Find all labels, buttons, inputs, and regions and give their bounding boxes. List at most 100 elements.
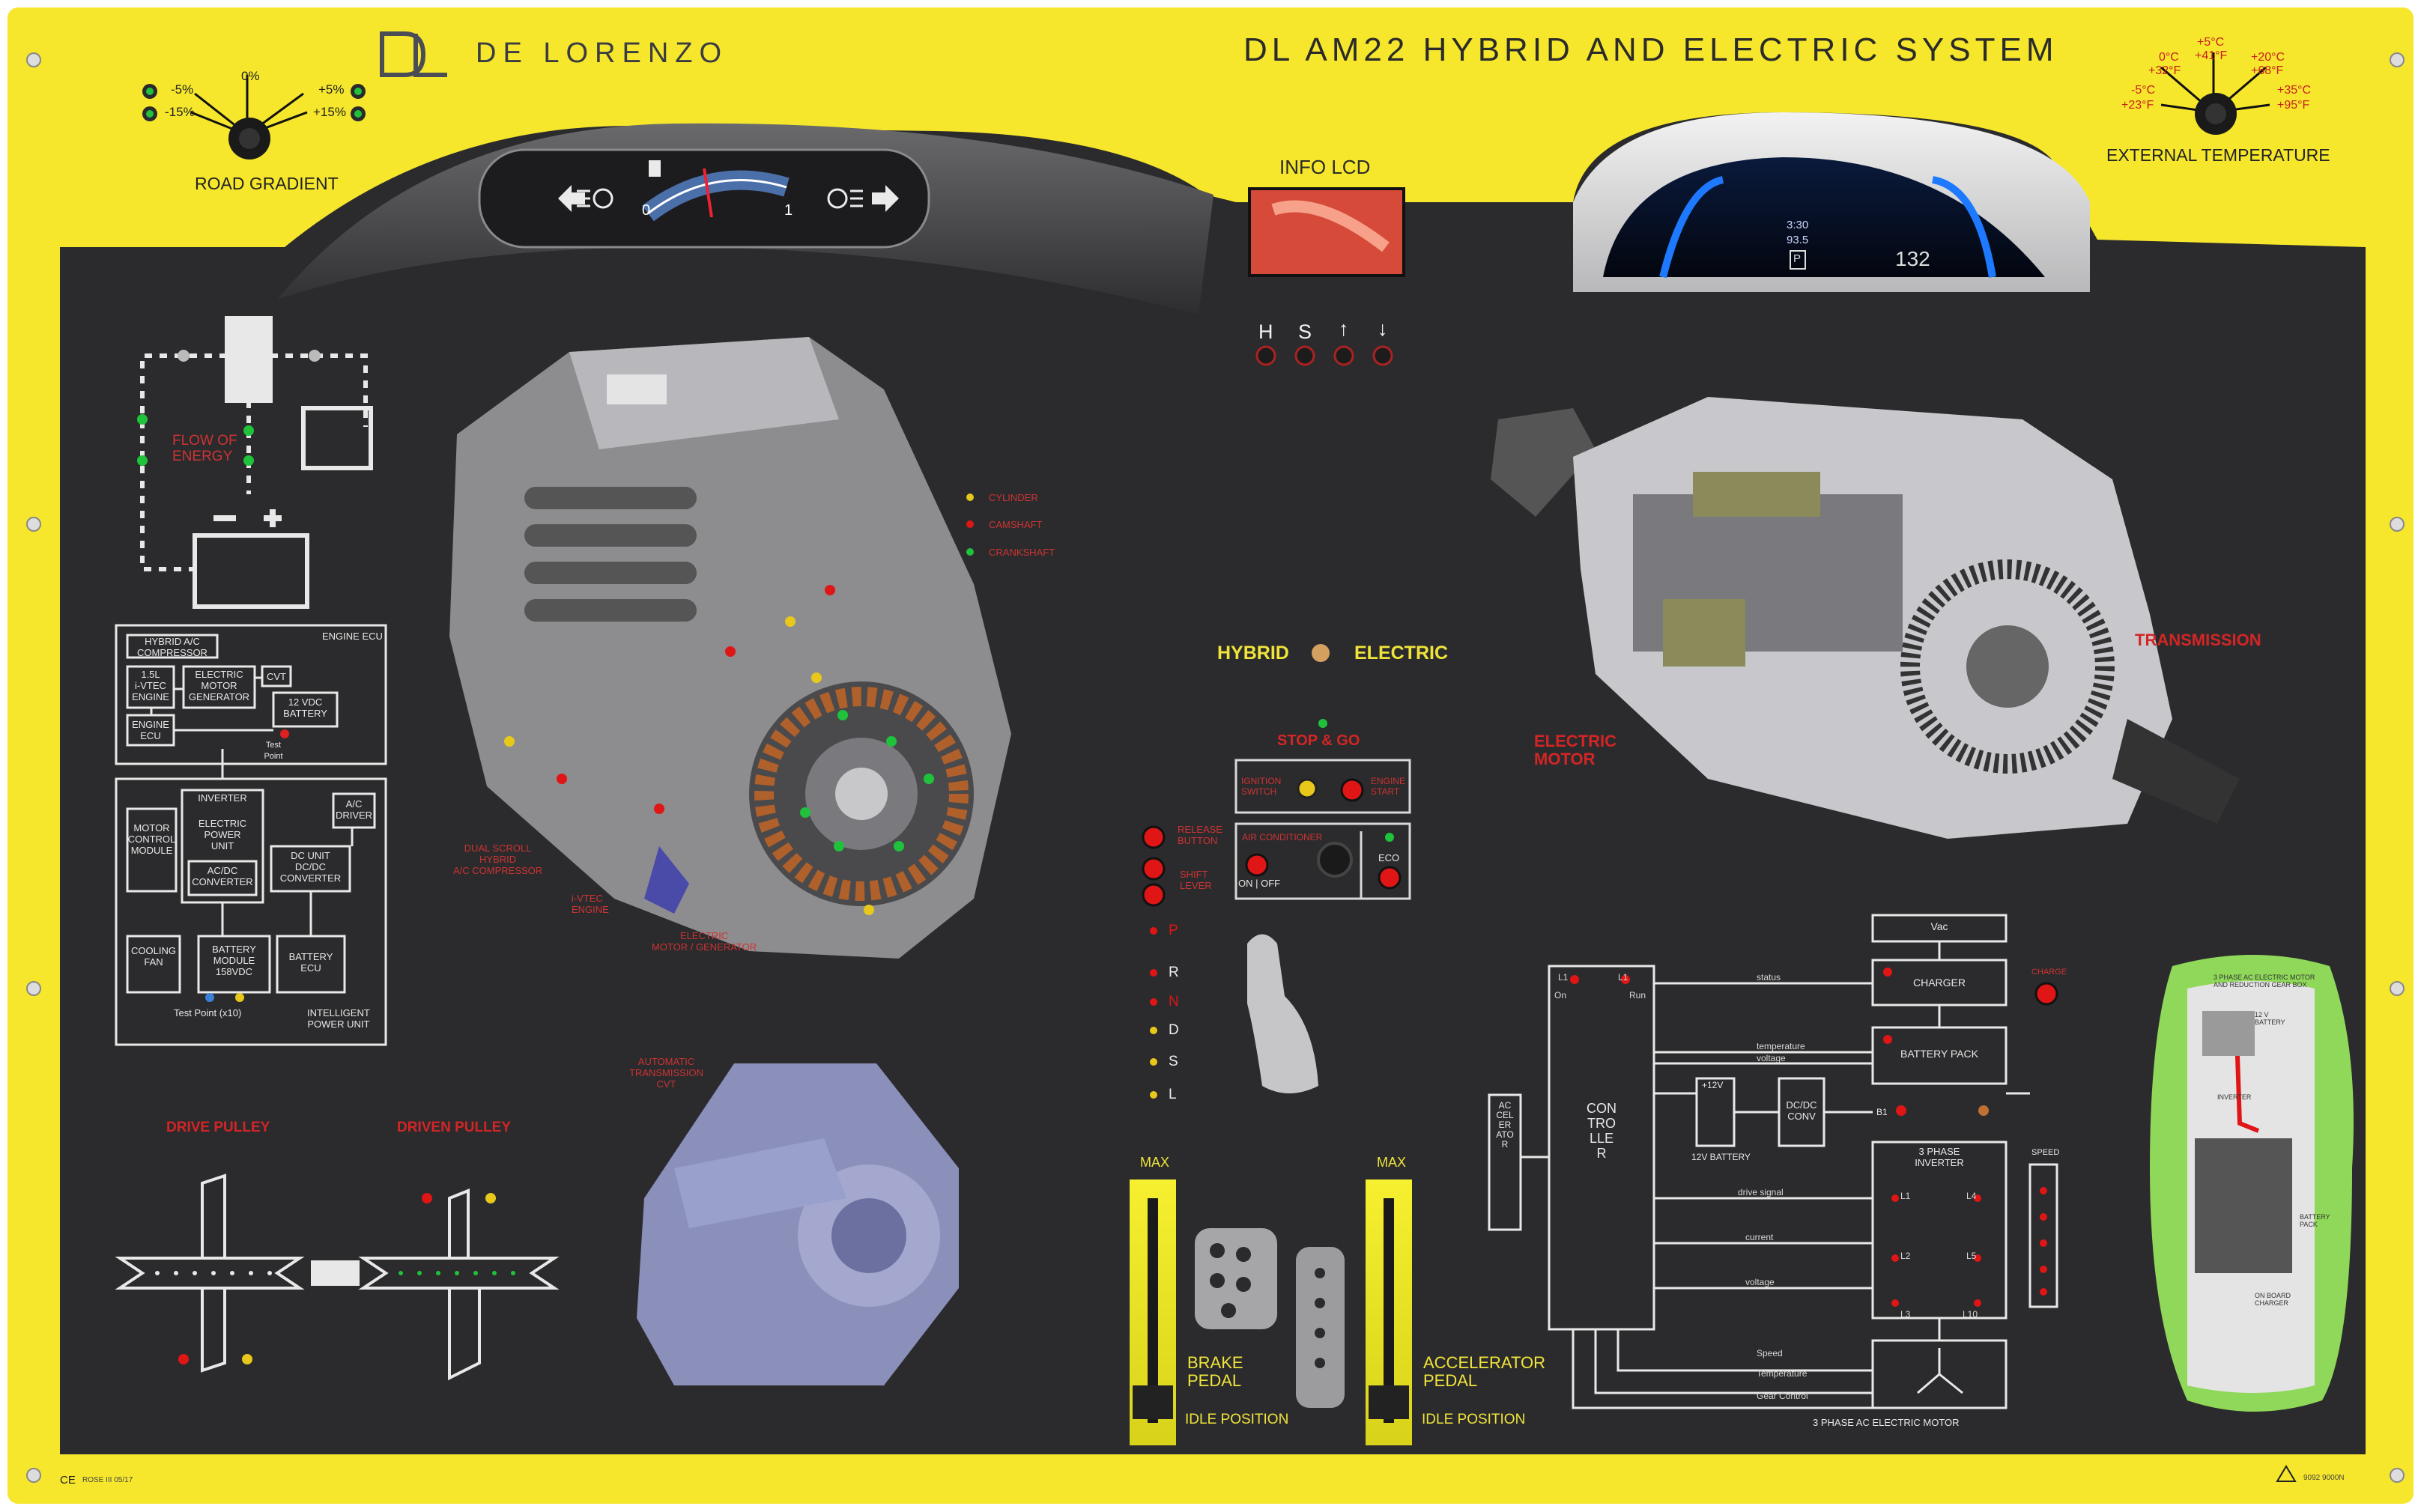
footer-right-code: 9092 9000N xyxy=(2303,1474,2345,1482)
bd-epu: ELECTRIC POWER UNIT xyxy=(198,818,247,851)
brake-pedal-label: BRAKE PEDAL xyxy=(1187,1353,1243,1390)
drive-pulley-diagram xyxy=(115,1174,305,1373)
driven-pulley-label: DRIVEN PULLEY xyxy=(397,1120,512,1135)
indicator-s: S xyxy=(1298,321,1312,343)
car-top-view-illustration xyxy=(2150,955,2354,1412)
temp-minus5c: -5°C xyxy=(2131,84,2156,97)
gear-n: N xyxy=(1169,994,1179,1009)
ev-pin-l1a: L1 xyxy=(1558,972,1569,983)
engine-leds xyxy=(504,585,934,915)
ev-leds xyxy=(1570,968,2047,1307)
mode-electric-label: ELECTRIC xyxy=(1354,643,1448,664)
ev-pin-on: On xyxy=(1554,990,1567,1001)
ev-signal-temperature: temperature xyxy=(1757,1041,1805,1051)
ignition-switch xyxy=(1297,778,1318,799)
drive-pulley-label: DRIVE PULLEY xyxy=(166,1120,270,1135)
car-motor-label: 3 PHASE AC ELECTRIC MOTOR AND REDUCTION … xyxy=(2214,974,2315,989)
electric-motor-illustration xyxy=(1491,397,2240,839)
legend-crankshaft: CRANKSHAFT xyxy=(989,547,1055,558)
temp-20c: +20°C xyxy=(2251,51,2285,64)
cluster-line2: 93.5 xyxy=(1787,234,1809,246)
brake-slider xyxy=(1130,1179,1176,1445)
charge-button xyxy=(2034,982,2058,1006)
ev-inv-l1: L1 xyxy=(1900,1191,1911,1201)
car-battery-label: BATTERY PACK xyxy=(2300,1213,2330,1228)
gauge-max: 1 xyxy=(784,202,793,219)
pulley-leds xyxy=(178,1193,496,1364)
ac-on-off-label: ON | OFF xyxy=(1238,878,1281,889)
bd-test-point-x10: Test Point (x10) xyxy=(174,1007,242,1018)
gradient-zero: 0% xyxy=(241,69,260,83)
engine-legend-leds xyxy=(966,494,974,556)
cluster-gear-box xyxy=(1790,250,1806,270)
bd-engine-ecu: ENGINE ECU xyxy=(132,719,169,741)
bd-cooling-fan: COOLING FAN xyxy=(131,945,176,968)
road-gradient-leds xyxy=(142,84,366,121)
ev-charge-label: CHARGE xyxy=(2031,968,2067,977)
gear-leds xyxy=(1150,927,1157,1099)
gear-r: R xyxy=(1169,965,1179,980)
temp-41f: +41°F xyxy=(2195,49,2228,62)
pulley-green-dots xyxy=(399,1271,515,1275)
release-button xyxy=(1142,825,1166,849)
stop-go-panel xyxy=(1234,759,1411,900)
eco-button xyxy=(1378,866,1402,890)
ev-signal-temperature2: Temperature xyxy=(1757,1368,1808,1379)
gear-p: P xyxy=(1169,923,1178,938)
eco-label: ECO xyxy=(1378,852,1400,863)
ev-controller: CONTROLLER xyxy=(1587,1101,1616,1161)
stop-go-led xyxy=(1318,719,1327,728)
ev-vac: Vac xyxy=(1930,920,1948,932)
brand-logo xyxy=(380,31,447,77)
bd-ac-driver: A/C DRIVER xyxy=(335,798,373,821)
highbeam-icon xyxy=(827,188,863,209)
hs-leds xyxy=(1255,345,1393,366)
ev-battery-pack: BATTERY PACK xyxy=(1900,1048,1978,1060)
flow-of-energy-label: FLOW OF ENERGY xyxy=(172,433,237,464)
ev-12v-battery: 12V BATTERY xyxy=(1691,1152,1751,1162)
info-lcd-screen xyxy=(1248,187,1405,277)
ev-signal-drive: drive signal xyxy=(1738,1187,1784,1197)
ev-block-diagram xyxy=(1488,914,2058,1409)
indicator-h: H xyxy=(1258,321,1273,343)
pulley-dots xyxy=(155,1271,272,1275)
brake-pedal-illustration xyxy=(1195,1228,1277,1329)
engine-start-button xyxy=(1340,778,1364,802)
temp-0c: 0°C xyxy=(2159,51,2179,64)
footer-left-code: ROSE III 05/17 xyxy=(82,1476,133,1484)
ev-b1: B1 xyxy=(1876,1107,1888,1117)
cvt-transmission-illustration xyxy=(637,1063,959,1385)
ev-inv-l3: L3 xyxy=(1900,1309,1911,1320)
ev-inv-l4: L4 xyxy=(1966,1191,1977,1201)
temp-32f: +32°F xyxy=(2148,64,2181,77)
hybrid-block-diagram xyxy=(115,624,387,1046)
right-arrow-icon xyxy=(872,185,899,212)
gradient-plus15: +15% xyxy=(313,105,346,119)
bd-cvt: CVT xyxy=(267,671,286,682)
accelerator-slider xyxy=(1366,1179,1412,1445)
car-charger-label: ON BOARD CHARGER xyxy=(2255,1292,2291,1307)
motor-generator-label: ELECTRIC MOTOR / GENERATOR xyxy=(652,930,757,953)
road-gradient-knob xyxy=(190,75,308,160)
brand-name: DE LORENZO xyxy=(476,37,729,69)
air-conditioner-label: AIR CONDITIONER xyxy=(1242,832,1323,842)
cluster-line1: 3:30 xyxy=(1787,219,1809,231)
panel-screws xyxy=(26,52,2405,1483)
gauge-min: 0 xyxy=(642,202,651,219)
flow-of-energy-diagram xyxy=(140,316,373,609)
bd-acdc: AC/DC CONVERTER xyxy=(192,865,253,887)
ev-motor: 3 PHASE AC ELECTRIC MOTOR xyxy=(1813,1417,1960,1428)
ev-signal-gear: Gear Control xyxy=(1757,1391,1808,1401)
ce-mark: CE xyxy=(60,1474,76,1487)
ev-inv-l10: L10 xyxy=(1963,1309,1978,1320)
bd-ipu: INTELLIGENT POWER UNIT xyxy=(307,1007,370,1030)
bd-engine: 1.5L i-VTEC ENGINE xyxy=(132,669,169,702)
electric-motor-label: ELECTRIC MOTOR xyxy=(1534,732,1616,768)
legend-camshaft: CAMSHAFT xyxy=(989,519,1043,530)
brake-max-label: MAX xyxy=(1140,1155,1170,1170)
cvt-label: AUTOMATIC TRANSMISSION CVT xyxy=(629,1056,703,1090)
bd-test-point: Test Point xyxy=(264,741,283,761)
accel-idle-label: IDLE POSITION xyxy=(1422,1412,1526,1427)
car-12v-label: 12 V BATTERY xyxy=(2255,1011,2285,1026)
